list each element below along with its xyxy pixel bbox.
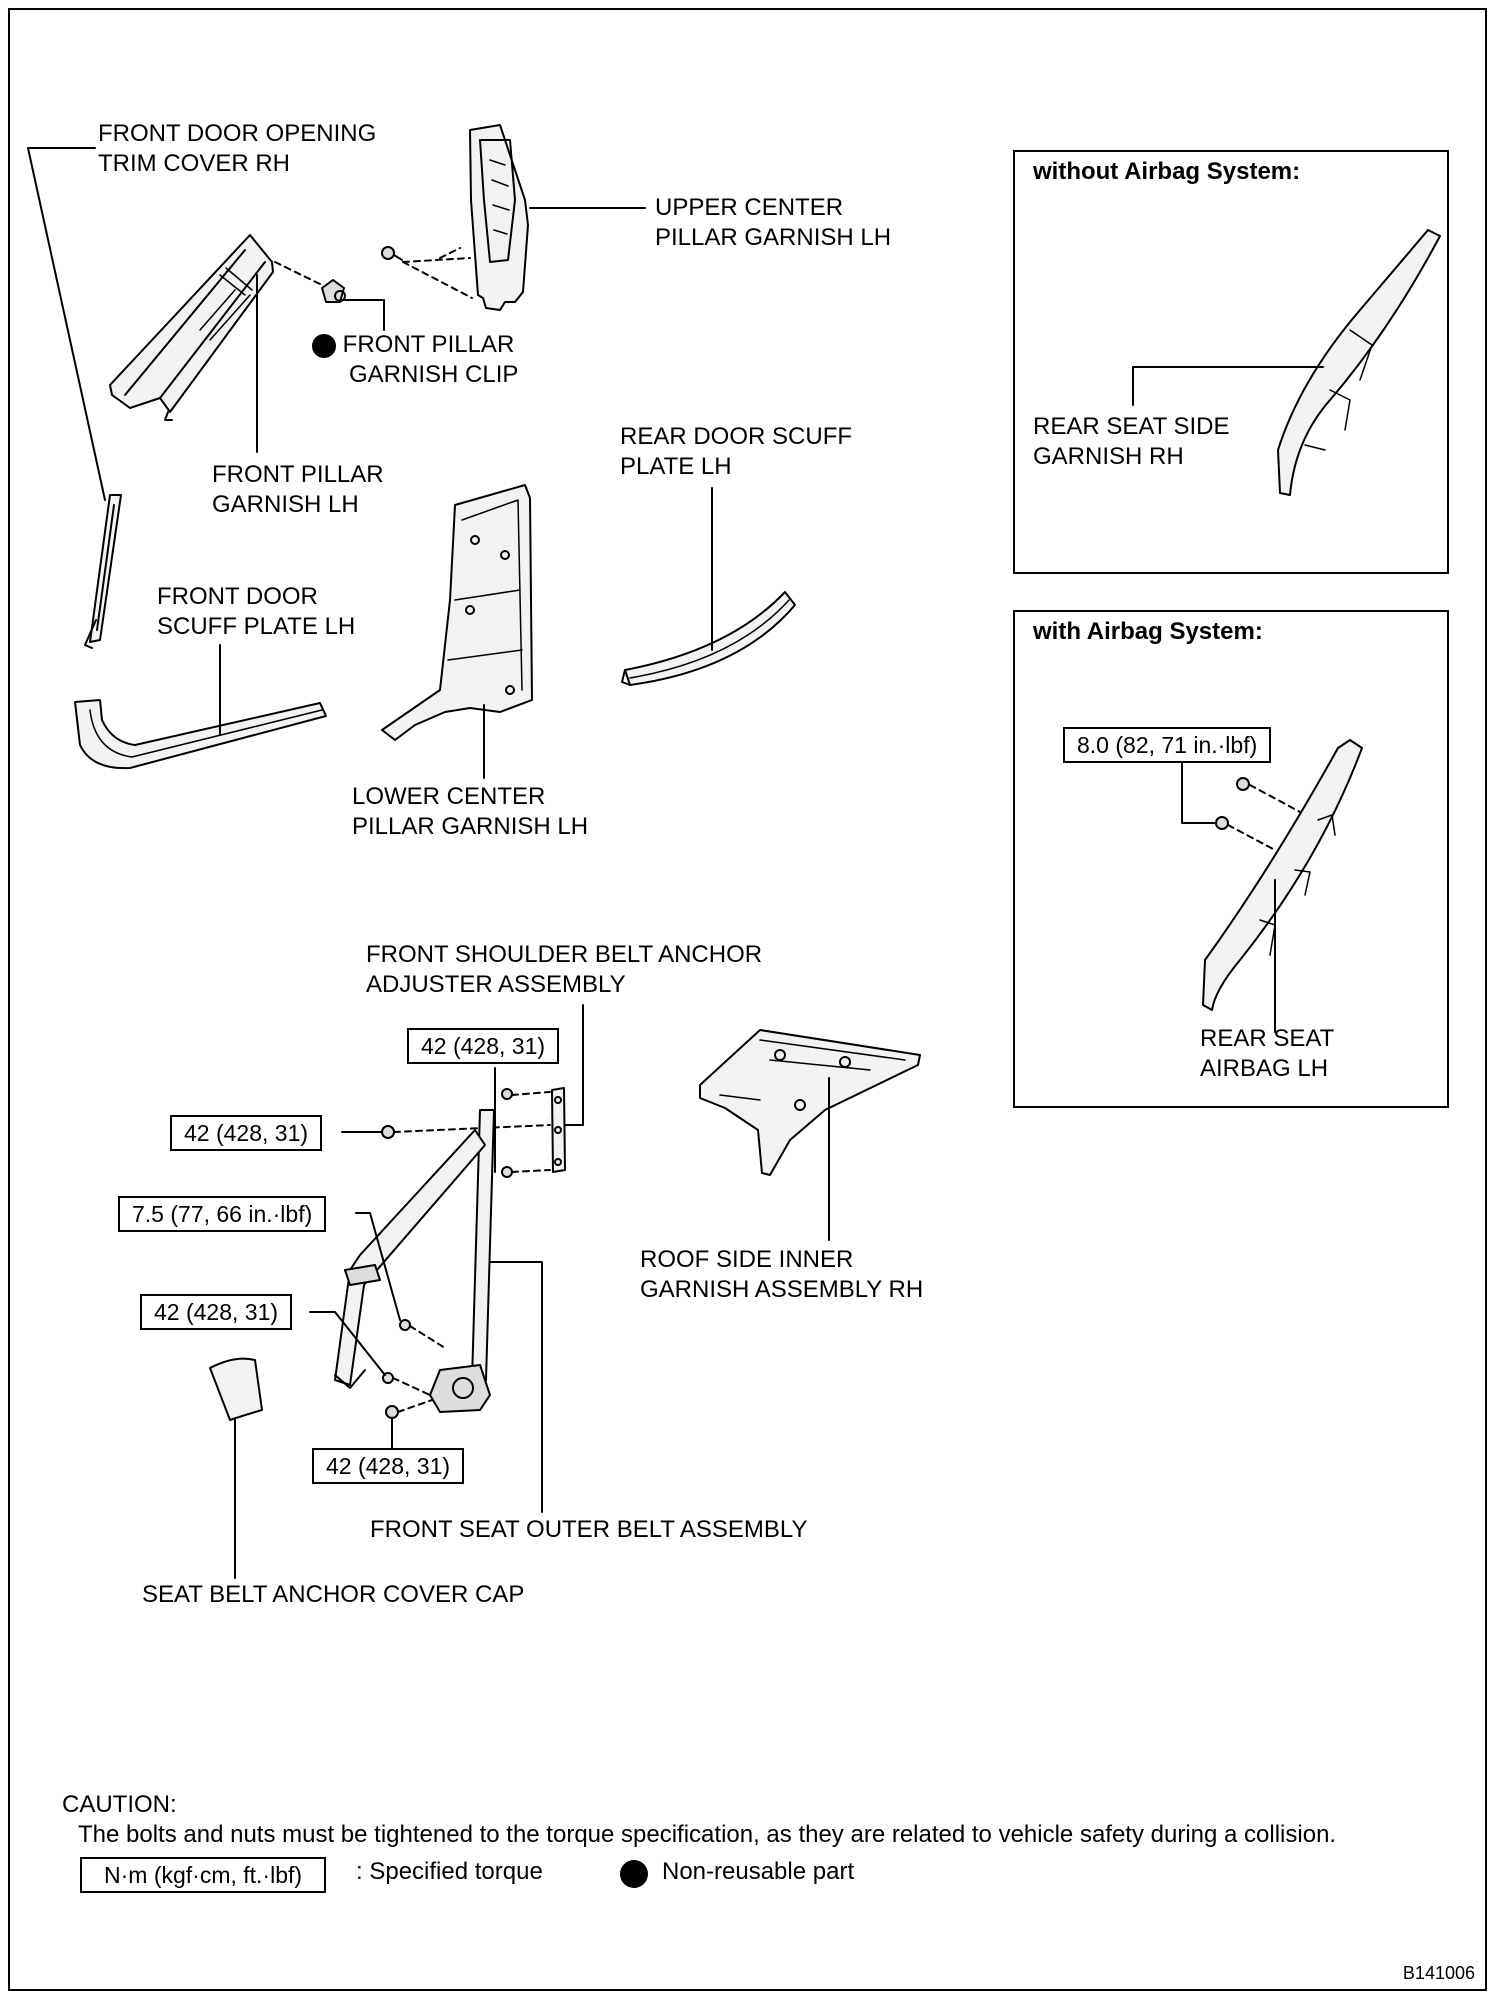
non-reusable-dot-icon [312, 333, 336, 358]
torque-box-t4: 42 (428, 31) [140, 1294, 293, 1330]
panel-without-airbag-title: without Airbag System: [1033, 158, 1301, 185]
leader-rear-seat-side-garnish [1132, 366, 1324, 406]
torque-box-t5: 42 (428, 31) [312, 1448, 465, 1484]
leader-front-seat-outer-belt [489, 1261, 543, 1513]
label-front-seat-outer-belt: FRONT SEAT OUTER BELT ASSEMBLY [370, 1516, 808, 1543]
label-rear-seat-side-garnish: REAR SEAT SIDE GARNISH RH [1033, 413, 1230, 470]
label-front-door-opening-trim: FRONT DOOR OPENING TRIM COVER RH [98, 120, 377, 177]
front-pillar-clip-part [321, 279, 346, 303]
rear-seat-side-garnish [1277, 229, 1441, 496]
label-front-door-scuff: FRONT DOOR SCUFF PLATE LH [157, 583, 356, 640]
rear-seat-airbag [1202, 739, 1363, 1011]
label-front-pillar-clip: FRONT PILLAR GARNISH CLIP [312, 330, 518, 390]
leader-shoulder-belt [564, 1004, 584, 1126]
label-rear-door-scuff: REAR DOOR SCUFF PLATE LH [620, 423, 853, 480]
label-lower-center-pillar: LOWER CENTER PILLAR GARNISH LH [352, 783, 589, 840]
seat-belt-anchor-cover-cap [209, 1357, 263, 1421]
leader-front-door-opening [27, 147, 106, 501]
legend-torque-desc: : Specified torque [356, 1858, 543, 1885]
legend-dot-desc: Non-reusable part [662, 1858, 855, 1885]
torque-box-t3: 7.5 (77, 66 in.·lbf) [118, 1196, 327, 1232]
label-upper-center-pillar: UPPER CENTER PILLAR GARNISH LH [655, 194, 892, 251]
label-rear-seat-airbag: REAR SEAT AIRBAG LH [1200, 1025, 1335, 1082]
caution-text: The bolts and nuts must be tightened to … [78, 1821, 1337, 1848]
torque-box-t2: 42 (428, 31) [170, 1115, 323, 1151]
roof-side-inner-garnish [699, 1029, 921, 1176]
leader-torque-t4 [309, 1311, 386, 1376]
front-door-scuff-plate [74, 699, 327, 770]
caution-title: CAUTION: [62, 1791, 177, 1818]
upper-center-pillar-garnish [469, 124, 529, 311]
belt-bolts [382, 1319, 411, 1419]
panel-without-airbag: without Airbag System: [1013, 150, 1449, 574]
legend-torque-box: N·m (kgf·cm, ft.·lbf) [80, 1857, 327, 1893]
legend-dot-icon [620, 1860, 648, 1888]
front-seat-outer-belt [334, 1109, 495, 1413]
torque-box-t1: 42 (428, 31) [407, 1028, 560, 1064]
rear-door-scuff-plate [621, 591, 796, 686]
leader-clip [339, 299, 385, 331]
panel-with-airbag-title: with Airbag System: [1033, 618, 1263, 645]
leader-airbag-torque [1181, 762, 1217, 824]
shoulder-belt-anchor-adjuster [551, 1087, 566, 1173]
label-front-pillar-garnish: FRONT PILLAR GARNISH LH [212, 461, 384, 518]
upper-pillar-screw [381, 246, 403, 261]
label-shoulder-belt-anchor: FRONT SHOULDER BELT ANCHOR ADJUSTER ASSE… [366, 941, 763, 998]
diagram-frame [8, 8, 1487, 1991]
panel-with-airbag: with Airbag System: [1013, 610, 1449, 1108]
label-seat-belt-anchor-cap: SEAT BELT ANCHOR COVER CAP [142, 1581, 525, 1608]
label-roof-side-inner: ROOF SIDE INNER GARNISH ASSEMBLY RH [640, 1246, 924, 1303]
torque-box-airbag: 8.0 (82, 71 in.·lbf) [1063, 727, 1272, 763]
leader-torque-t3 [355, 1212, 401, 1321]
front-door-opening-trim-cover [84, 494, 122, 649]
figure-id: B141006 [1402, 1963, 1475, 1983]
lower-center-pillar-garnish [381, 484, 533, 741]
front-pillar-garnish [109, 234, 274, 421]
